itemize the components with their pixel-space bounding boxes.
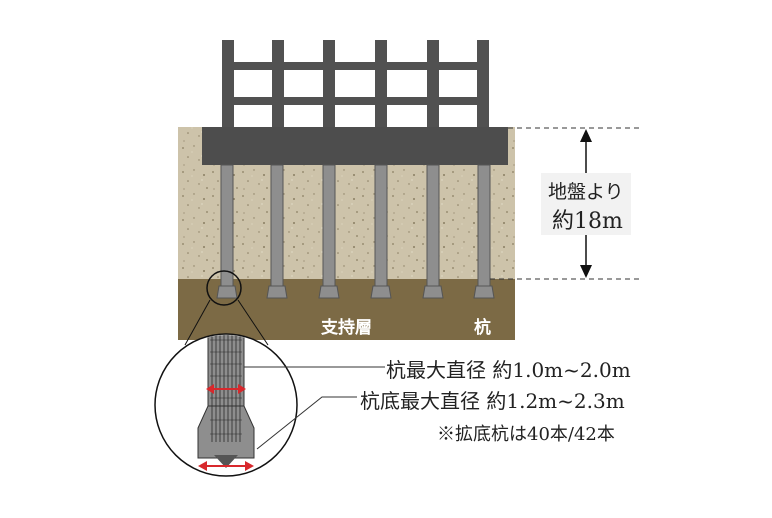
depth-label-line2: 約18m — [552, 209, 623, 234]
base-diameter-label: 杭底最大直径 約1.2m~2.3m — [360, 389, 625, 413]
bearing-layer-label: 支持層 — [321, 318, 372, 338]
pile — [426, 164, 440, 299]
depth-label-bg — [541, 173, 631, 235]
magnified-pile-detail — [154, 333, 298, 477]
building-frame — [222, 40, 489, 128]
pile — [322, 164, 336, 299]
zoom-marker — [206, 270, 242, 306]
leader-base-diameter — [256, 396, 357, 450]
foundation-slab — [202, 127, 508, 165]
depth-label-line1: 地盤より — [548, 181, 624, 203]
pile — [477, 164, 491, 299]
pile-label: 杭 — [474, 318, 491, 338]
pile — [374, 164, 388, 299]
piles — [220, 164, 491, 299]
note-label: ※拡底杭は40本/42本 — [437, 424, 615, 445]
pile — [270, 164, 284, 299]
pile — [220, 164, 234, 299]
max-diameter-label: 杭最大直径 約1.0m~2.0m — [386, 358, 631, 382]
